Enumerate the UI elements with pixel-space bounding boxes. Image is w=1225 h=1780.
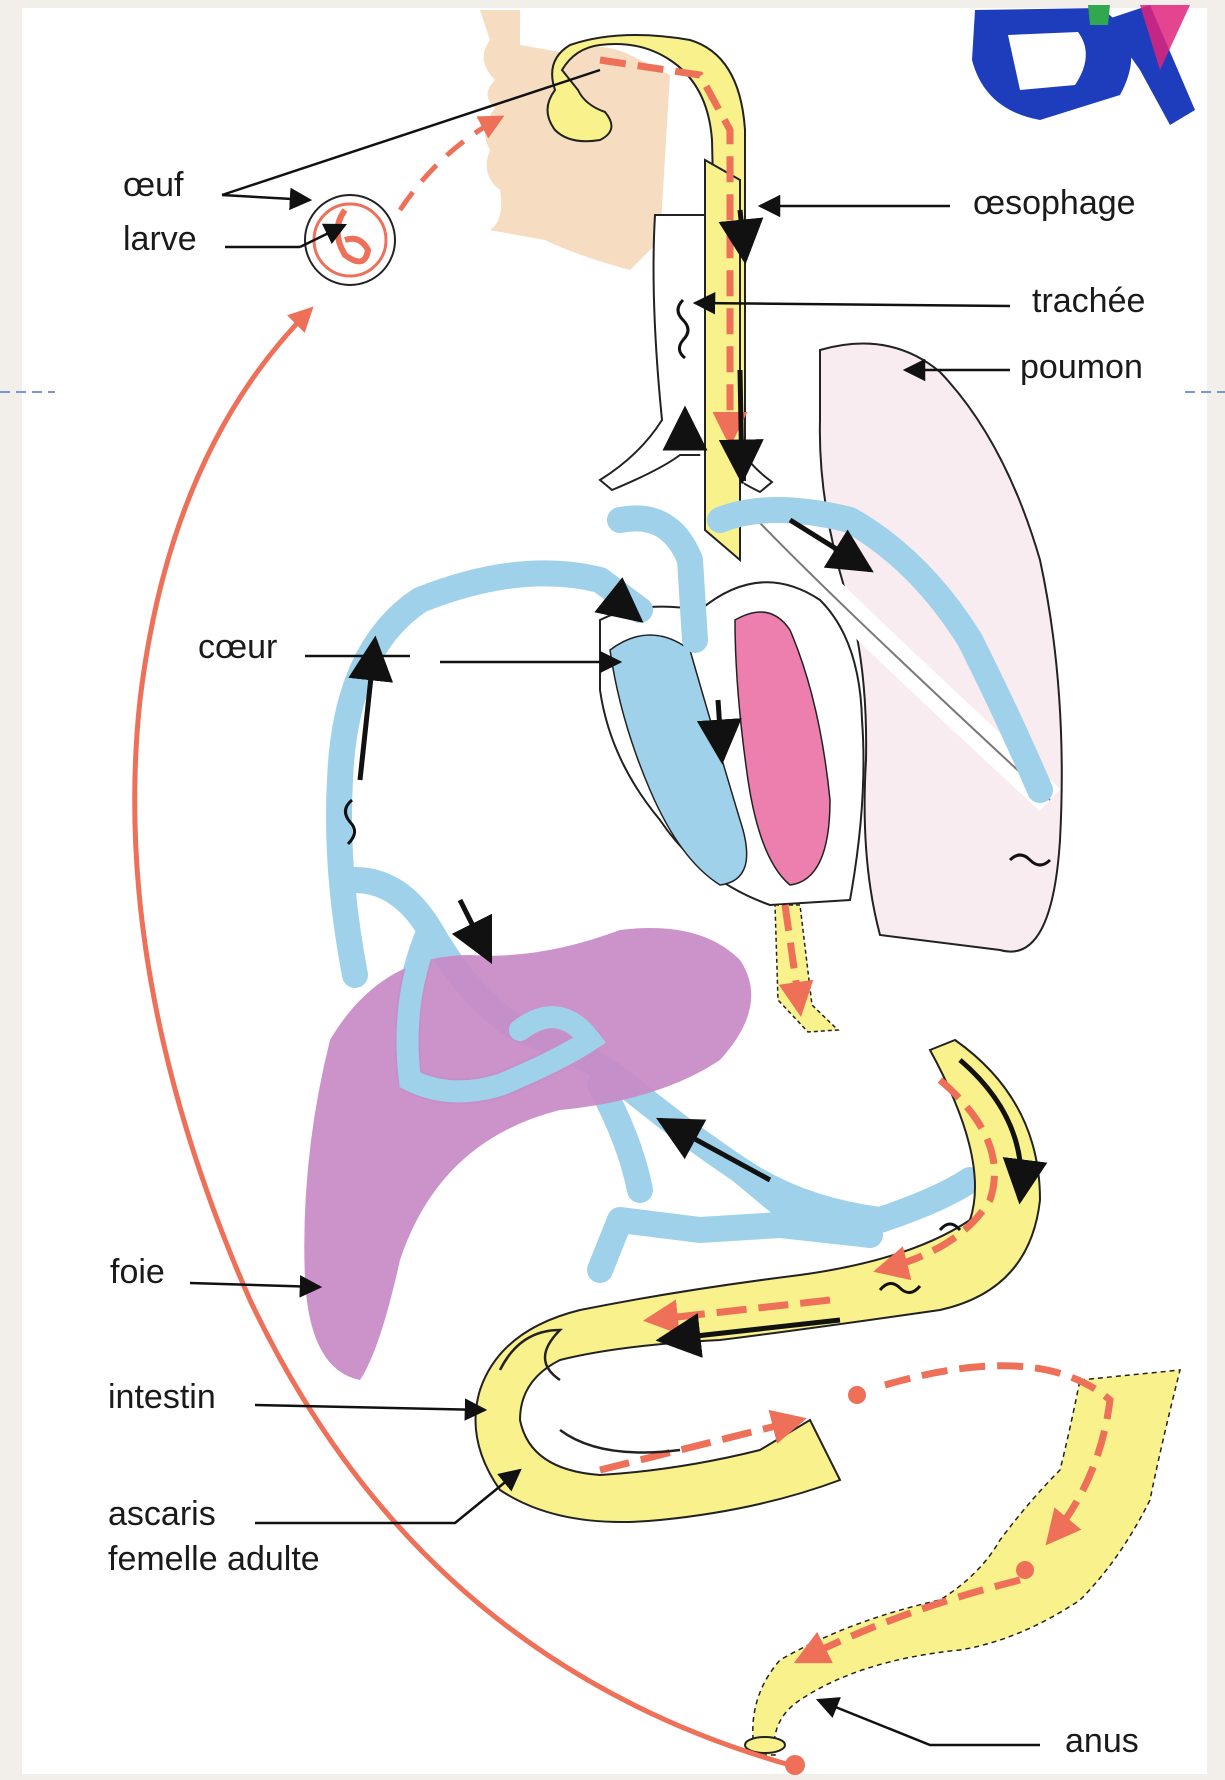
label-lung: poumon (1020, 348, 1143, 386)
label-trachea: trachée (1032, 282, 1145, 320)
egg-dot-2 (1016, 1561, 1034, 1579)
label-intestine: intestin (108, 1378, 216, 1416)
label-anus: anus (1065, 1722, 1139, 1760)
egg-dot-1 (848, 1386, 866, 1404)
label-esophagus: œsophage (973, 184, 1136, 222)
label-larva: larve (123, 220, 197, 258)
label-liver: foie (110, 1253, 165, 1291)
egg-dot-3 (785, 1755, 805, 1775)
label-heart: cœur (198, 628, 277, 666)
label-ascaris-line1: ascaris (108, 1495, 216, 1533)
label-ascaris-line2: femelle adulte (108, 1540, 320, 1578)
label-egg: œuf (123, 166, 184, 204)
esophagus-tube (705, 160, 740, 560)
